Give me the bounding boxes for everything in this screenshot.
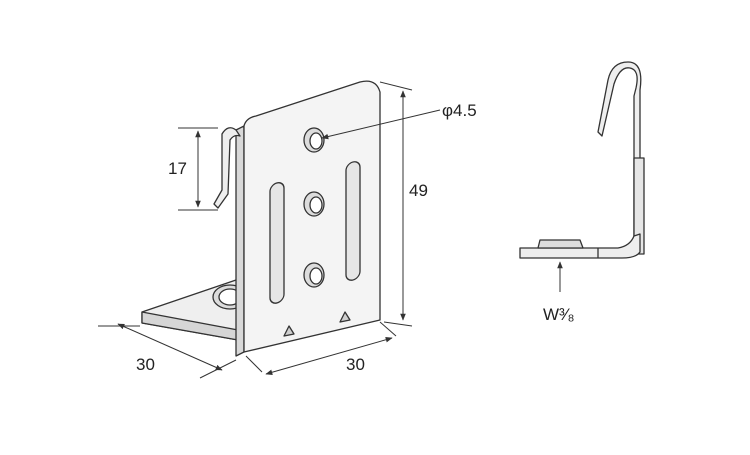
notch-right — [339, 311, 351, 323]
vertical-plate-edge — [235, 125, 245, 357]
dim-30-depth-label: 30 — [136, 355, 155, 374]
dim-49-label: 49 — [409, 181, 428, 200]
side-base — [519, 233, 641, 259]
dimension-lines — [98, 81, 441, 379]
dim-hole-label: φ4.5 — [442, 101, 477, 120]
bracket-iso-view — [141, 80, 381, 357]
thread-label: W³⁄₈ — [543, 305, 575, 324]
side-nut — [537, 239, 584, 249]
low-hole-in — [309, 267, 323, 285]
right-slot — [345, 161, 361, 281]
notch-left — [283, 325, 295, 337]
top-hook — [213, 127, 241, 209]
dim-30-width-label: 30 — [346, 355, 365, 374]
top-hole-in — [309, 132, 323, 150]
mid-hole-in — [309, 196, 323, 214]
left-slot — [269, 182, 285, 304]
bracket-side-view — [519, 61, 645, 259]
dim-17-label: 17 — [168, 159, 187, 178]
